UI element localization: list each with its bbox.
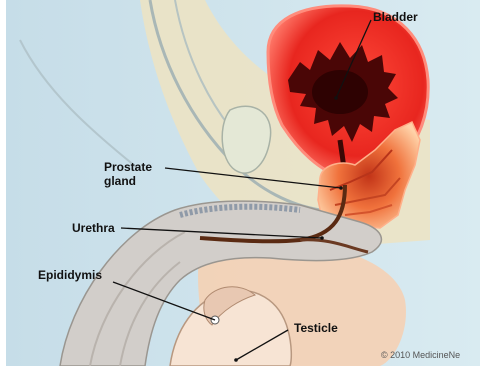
- label-epididymis: Epididymis: [38, 268, 102, 282]
- label-prostate-line1: Prostate: [104, 160, 152, 174]
- label-urethra: Urethra: [72, 221, 115, 235]
- copyright: © 2010 MedicineNe: [381, 350, 460, 360]
- label-prostate-line2: gland: [104, 174, 136, 188]
- label-testicle: Testicle: [294, 321, 338, 335]
- label-bladder: Bladder: [373, 10, 418, 24]
